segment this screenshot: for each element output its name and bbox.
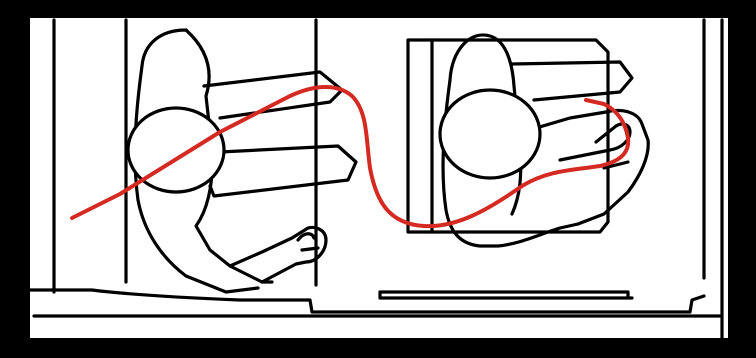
right-person-head	[440, 90, 540, 178]
